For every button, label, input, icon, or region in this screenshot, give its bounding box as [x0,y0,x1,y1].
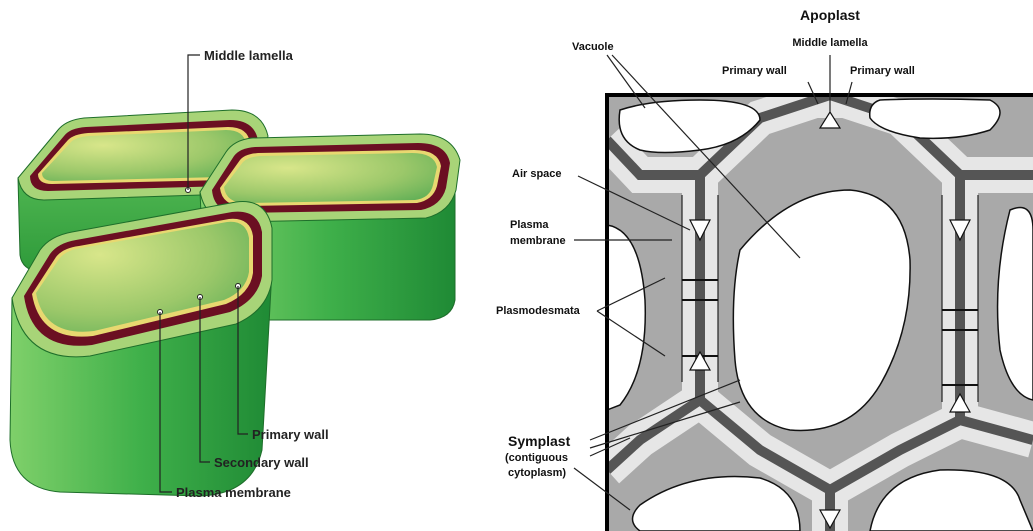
label-primary-wall-right-1: Primary wall [722,65,787,77]
label-plasma-line1: Plasma [510,219,549,231]
label-symplast: Symplast [508,433,571,449]
cell-front [10,202,272,496]
label-plasma-membrane-left: Plasma membrane [176,485,291,500]
label-middle-lamella-right: Middle lamella [792,37,868,49]
label-vacuole: Vacuole [572,41,614,53]
label-secondary-wall: Secondary wall [214,455,309,470]
label-apoplast: Apoplast [800,7,860,23]
label-middle-lamella-left: Middle lamella [204,48,294,63]
plant-cells-3d: Middle lamella Primary wall Secondary wa… [10,48,460,500]
label-primary-wall-right-2: Primary wall [850,65,915,77]
label-plasma-line2: membrane [510,235,566,247]
apoplast-symplast-diagram: Apoplast Middle lamella Primary wall Pri… [496,7,1033,531]
label-air-space: Air space [512,168,562,180]
label-symplast-sub2: cytoplasm) [508,467,566,479]
label-symplast-sub1: (contiguous [505,452,568,464]
label-plasmodesmata: Plasmodesmata [496,305,581,317]
label-primary-wall-left: Primary wall [252,427,329,442]
